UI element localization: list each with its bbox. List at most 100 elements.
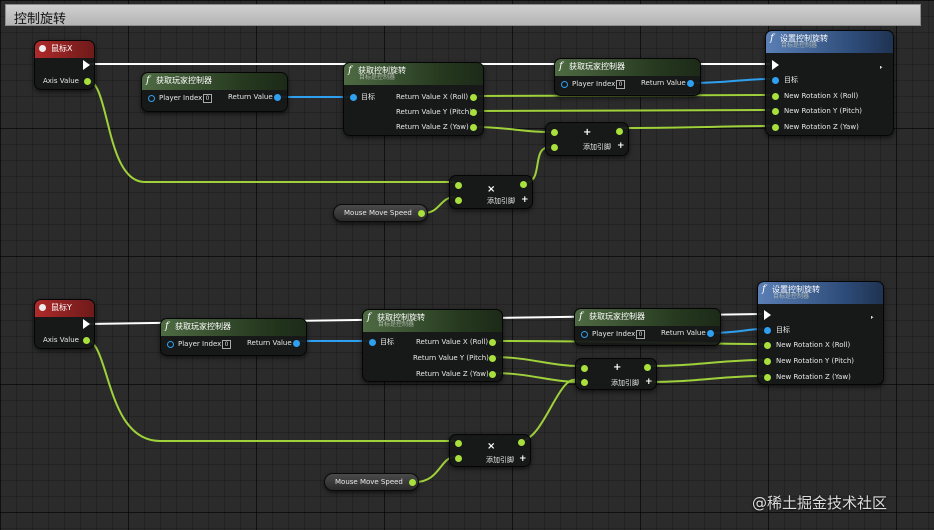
target-pin[interactable] xyxy=(764,327,771,334)
node-subtitle: 目标是控制器 xyxy=(359,74,396,81)
multiply-input-b-pin[interactable] xyxy=(455,455,462,462)
return-y-pin[interactable] xyxy=(470,109,477,116)
return-value-pin[interactable] xyxy=(293,340,300,347)
add-pin-plus-icon[interactable]: + xyxy=(645,377,653,387)
add-input-b-pin[interactable] xyxy=(551,144,558,151)
add-input-b-pin[interactable] xyxy=(581,379,588,386)
player-index-label: Player Index xyxy=(178,340,222,348)
multiply-node-2[interactable]: × 添加引脚 + xyxy=(449,434,531,467)
node-title: 获取玩家控制器 xyxy=(156,76,212,85)
return-z-label: Return Value Z (Yaw) xyxy=(416,370,489,378)
add-pin-plus-icon[interactable]: + xyxy=(521,195,529,205)
player-index-pin[interactable] xyxy=(148,95,155,102)
return-y-pin[interactable] xyxy=(489,355,496,362)
exec-out-pin[interactable] xyxy=(871,311,877,319)
exec-out-pin[interactable] xyxy=(83,319,90,329)
axis-value-pin[interactable] xyxy=(84,78,91,85)
add-pin-label[interactable]: 添加引脚 xyxy=(611,379,639,387)
return-x-label: Return Value X (Roll) xyxy=(416,338,489,346)
multiply-input-a-pin[interactable] xyxy=(455,440,462,447)
add-node-2[interactable]: + 添加引脚 + xyxy=(575,358,657,390)
add-operator-icon: + xyxy=(613,362,622,373)
node-title: 获取控制旋转 xyxy=(358,66,406,75)
mouse-move-speed-variable[interactable]: Mouse Move Speed xyxy=(333,204,428,222)
new-rotation-x-pin[interactable] xyxy=(764,342,771,349)
add-output-pin[interactable] xyxy=(616,128,623,135)
graph-title-bar: 控制旋转 xyxy=(5,4,921,27)
target-pin[interactable] xyxy=(350,94,357,101)
add-pin-plus-icon[interactable]: + xyxy=(519,454,527,464)
return-y-label: Return Value Y (Pitch) xyxy=(413,354,489,362)
variable-output-pin[interactable] xyxy=(409,479,416,486)
multiply-input-b-pin[interactable] xyxy=(455,197,462,204)
node-title: 设置控制旋转 xyxy=(780,34,828,43)
return-x-pin[interactable] xyxy=(470,94,477,101)
axis-value-pin[interactable] xyxy=(83,337,90,344)
node-subtitle: 目标是控制器 xyxy=(781,42,818,49)
exec-in-pin[interactable] xyxy=(764,310,771,320)
add-node[interactable]: + 添加引脚 + xyxy=(545,122,629,156)
player-index-input[interactable]: 0 xyxy=(222,340,231,349)
return-z-pin[interactable] xyxy=(470,124,477,131)
add-pin-label[interactable]: 添加引脚 xyxy=(487,197,515,205)
variable-label: Mouse Move Speed xyxy=(344,209,412,217)
add-input-a-pin[interactable] xyxy=(551,129,558,136)
multiply-output-pin[interactable] xyxy=(518,439,525,446)
exec-out-pin[interactable] xyxy=(880,61,886,69)
return-value-pin[interactable] xyxy=(687,80,694,87)
exec-in-pin[interactable] xyxy=(772,60,779,70)
function-icon: f xyxy=(770,33,774,44)
player-index-input[interactable]: 0 xyxy=(636,330,645,339)
exec-out-outline-icon xyxy=(880,65,886,69)
graph-title: 控制旋转 xyxy=(14,12,67,27)
mouse-move-speed-variable-2[interactable]: Mouse Move Speed xyxy=(324,473,419,491)
function-icon: f xyxy=(579,311,583,322)
new-rotation-y-label: New Rotation Y (Pitch) xyxy=(776,357,854,365)
player-index-pin[interactable] xyxy=(167,341,174,348)
player-index-pin[interactable] xyxy=(581,331,588,338)
multiply-output-pin[interactable] xyxy=(520,181,527,188)
event-node-mouse-y[interactable]: 鼠标Y Axis Value xyxy=(34,299,95,349)
add-input-a-pin[interactable] xyxy=(581,365,588,372)
target-pin[interactable] xyxy=(369,339,376,346)
return-x-pin[interactable] xyxy=(489,339,496,346)
player-index-pin[interactable] xyxy=(561,81,568,88)
variable-output-pin[interactable] xyxy=(418,210,425,217)
exec-out-pin[interactable] xyxy=(83,60,90,70)
node-title: 设置控制旋转 xyxy=(772,285,820,294)
add-pin-label[interactable]: 添加引脚 xyxy=(583,143,611,151)
new-rotation-x-pin[interactable] xyxy=(772,93,779,100)
node-title: 获取玩家控制器 xyxy=(589,312,645,321)
function-icon: f xyxy=(348,65,352,76)
target-label: 目标 xyxy=(380,338,394,346)
variable-label: Mouse Move Speed xyxy=(335,478,403,486)
new-rotation-y-pin[interactable] xyxy=(772,108,779,115)
return-value-label: Return Value xyxy=(641,79,686,87)
player-index-input[interactable]: 0 xyxy=(203,94,212,103)
return-value-label: Return Value xyxy=(228,93,273,101)
return-value-pin[interactable] xyxy=(274,94,281,101)
add-output-pin[interactable] xyxy=(644,364,651,371)
return-value-label: Return Value xyxy=(247,339,292,347)
multiply-input-a-pin[interactable] xyxy=(455,182,462,189)
return-value-pin[interactable] xyxy=(707,330,714,337)
player-index-input[interactable]: 0 xyxy=(616,80,625,89)
new-rotation-z-pin[interactable] xyxy=(772,124,779,131)
player-index-label: Player Index xyxy=(592,330,636,338)
new-rotation-z-pin[interactable] xyxy=(764,374,771,381)
target-pin[interactable] xyxy=(772,77,779,84)
new-rotation-y-pin[interactable] xyxy=(764,358,771,365)
event-node-mouse-x[interactable]: 鼠标X Axis Value xyxy=(34,40,95,90)
add-pin-label[interactable]: 添加引脚 xyxy=(486,456,514,464)
add-pin-plus-icon[interactable]: + xyxy=(617,141,625,151)
multiply-node[interactable]: × 添加引脚 + xyxy=(449,175,533,209)
return-z-pin[interactable] xyxy=(489,371,496,378)
